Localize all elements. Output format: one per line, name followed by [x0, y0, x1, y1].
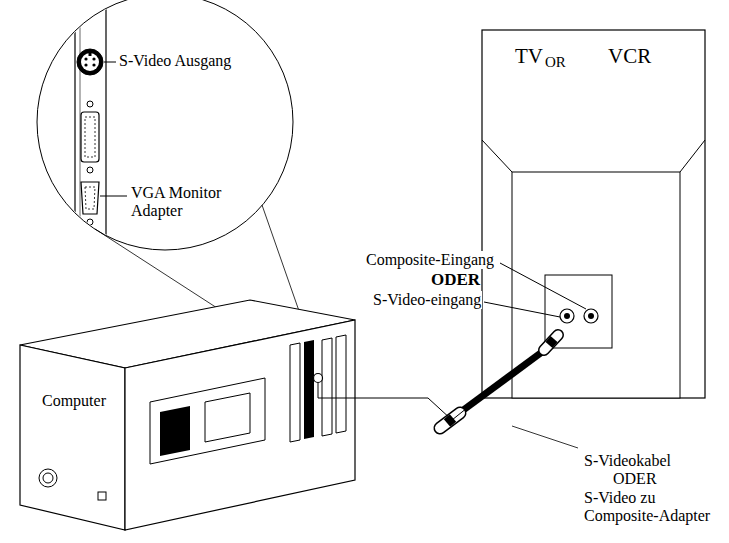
svideo-pin: [84, 57, 87, 60]
expansion-slot: [304, 340, 314, 439]
cable-plug: [440, 413, 460, 428]
or-label: ODER: [612, 470, 658, 488]
dvi-port: [81, 112, 99, 162]
leader-line: [104, 62, 116, 63]
cable-plug: [549, 339, 554, 345]
node-text: TV: [515, 44, 543, 68]
expansion-slot: [290, 343, 300, 442]
screw: [87, 219, 93, 225]
cable: [318, 383, 355, 398]
indicator: [98, 492, 106, 500]
vga-pins: [85, 187, 95, 209]
input-label: S-Video-eingang: [372, 291, 482, 309]
expansion-slot: [336, 335, 346, 433]
bracket-plate: [75, 0, 106, 255]
node-text: Computer: [42, 392, 106, 410]
cable-plug: [544, 335, 558, 350]
power-button: [39, 469, 57, 487]
dvi-pins: [85, 117, 95, 157]
tv-edge: [680, 140, 705, 172]
svideo-in-jack: [584, 309, 598, 323]
vga-port: [81, 182, 99, 214]
drive-panel: [150, 378, 265, 464]
drive-bay: [160, 406, 190, 456]
power-button: [43, 473, 53, 483]
leader-line: [100, 196, 127, 197]
svideo-jack: [77, 49, 103, 75]
svideo-out-port: [314, 374, 323, 383]
screw: [87, 167, 93, 173]
svideo-pin: [92, 57, 95, 60]
computer-side: [125, 320, 355, 530]
port-label: S-Video Ausgang: [118, 52, 232, 70]
node-text: VCR: [608, 44, 651, 68]
svideo-pin: [92, 63, 95, 66]
computer-box: Computer: [20, 300, 355, 530]
tv-housing: [482, 30, 705, 398]
cable-plug: [440, 413, 460, 428]
node-text: OR: [545, 54, 566, 71]
cable-label: S-Video zu Composite-Adapter: [583, 489, 725, 526]
input-label: Composite-Eingang: [365, 251, 495, 269]
svideo-pin: [84, 63, 87, 66]
cable-plug: [544, 335, 558, 350]
svideo-key: [89, 52, 92, 56]
leader-line: [512, 426, 578, 448]
svideo-jack-inner: [81, 53, 99, 71]
tv-edge: [482, 140, 512, 172]
tv-front: [512, 172, 680, 398]
screw: [87, 101, 93, 107]
svideo-in-jack: [588, 313, 594, 319]
leader-line: [500, 263, 586, 309]
composite-jack: [564, 313, 570, 319]
leader-line: [484, 302, 560, 317]
cable-connector: [355, 396, 482, 420]
bracket-fold: [80, 0, 81, 255]
drive-bay: [205, 393, 250, 442]
computer-front: [20, 345, 125, 530]
card-bracket: [75, 0, 106, 255]
tv-vcr-box: TVOR VCR: [482, 30, 705, 398]
cable-label: S-Videokabel: [583, 452, 672, 470]
port-label: VGA Monitor Adapter: [130, 184, 244, 221]
or-label: ODER: [430, 270, 481, 290]
composite-jack: [560, 309, 574, 323]
expansion-slot: [322, 338, 332, 436]
